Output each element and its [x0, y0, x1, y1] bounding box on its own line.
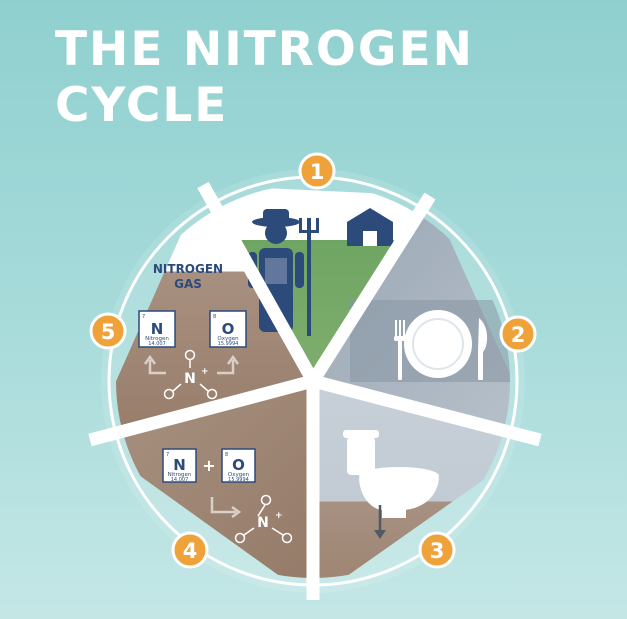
- molecule-icon-4: N +: [234, 494, 293, 544]
- molecule-icon-5: N +: [163, 349, 218, 400]
- nitrogen-gas-label-line-2: GAS: [174, 277, 202, 291]
- svg-text:O: O: [222, 320, 235, 338]
- oxygen-element-card-4: 8 O Oxygen 15.9994: [221, 448, 256, 483]
- nitrogen-element-card-4: 7 N Nitrogen 14.007: [162, 448, 197, 483]
- title-line-1: THE NITROGEN: [55, 22, 474, 77]
- svg-text:O: O: [232, 456, 245, 474]
- svg-text:N: N: [151, 320, 164, 338]
- svg-text:+: +: [201, 367, 209, 377]
- svg-text:4: 4: [183, 539, 198, 563]
- step-badge-3: 3: [418, 531, 456, 569]
- svg-text:N: N: [184, 371, 196, 387]
- bent-arrow-icon: [210, 497, 242, 519]
- svg-text:Oxygen: Oxygen: [228, 472, 250, 478]
- svg-text:8: 8: [213, 314, 216, 320]
- svg-text:15.9994: 15.9994: [218, 341, 239, 347]
- svg-text:14.007: 14.007: [171, 477, 189, 483]
- svg-text:Nitrogen: Nitrogen: [168, 472, 192, 478]
- barn-icon: [347, 208, 393, 246]
- svg-text:Nitrogen: Nitrogen: [145, 336, 169, 342]
- svg-text:7: 7: [166, 452, 169, 458]
- step-badge-4: 4: [171, 531, 209, 569]
- wedge-dividers: [88, 181, 542, 600]
- svg-text:14.007: 14.007: [148, 341, 166, 347]
- svg-text:N: N: [257, 515, 269, 531]
- up-arrows-icon: [143, 354, 240, 375]
- svg-text:2: 2: [511, 323, 526, 347]
- svg-text:Oxygen: Oxygen: [217, 336, 239, 342]
- svg-text:3: 3: [430, 539, 445, 563]
- down-arrow-icon: [374, 505, 386, 539]
- oxygen-element-card-5: 8 O Oxygen 15.9994: [209, 310, 247, 348]
- step-badge-5: 5: [89, 312, 127, 350]
- nitrogen-gas-label-line-1: NITROGEN: [153, 262, 223, 276]
- svg-text:N: N: [173, 456, 186, 474]
- svg-text:1: 1: [310, 160, 325, 184]
- svg-text:8: 8: [225, 452, 228, 458]
- plus-sign: +: [202, 456, 215, 475]
- svg-text:+: +: [275, 511, 283, 521]
- nitrogen-element-card-5: 7 N Nitrogen 14.007: [138, 310, 176, 348]
- svg-text:15.9994: 15.9994: [228, 477, 249, 483]
- svg-text:7: 7: [142, 314, 145, 320]
- title-line-2: CYCLE: [55, 78, 229, 133]
- wedge-4: [116, 381, 313, 578]
- svg-text:5: 5: [101, 320, 116, 344]
- plate-icon: [404, 310, 472, 378]
- step-badge-2: 2: [499, 315, 537, 353]
- wedge-5: [116, 185, 313, 440]
- farmer-bib: [265, 258, 287, 284]
- knife-icon: [478, 318, 488, 380]
- step-badge-1: 1: [298, 152, 336, 190]
- toilet-icon: [343, 430, 439, 518]
- fork-icon: [394, 320, 406, 380]
- page-title: THE NITROGEN CYCLE: [55, 22, 575, 134]
